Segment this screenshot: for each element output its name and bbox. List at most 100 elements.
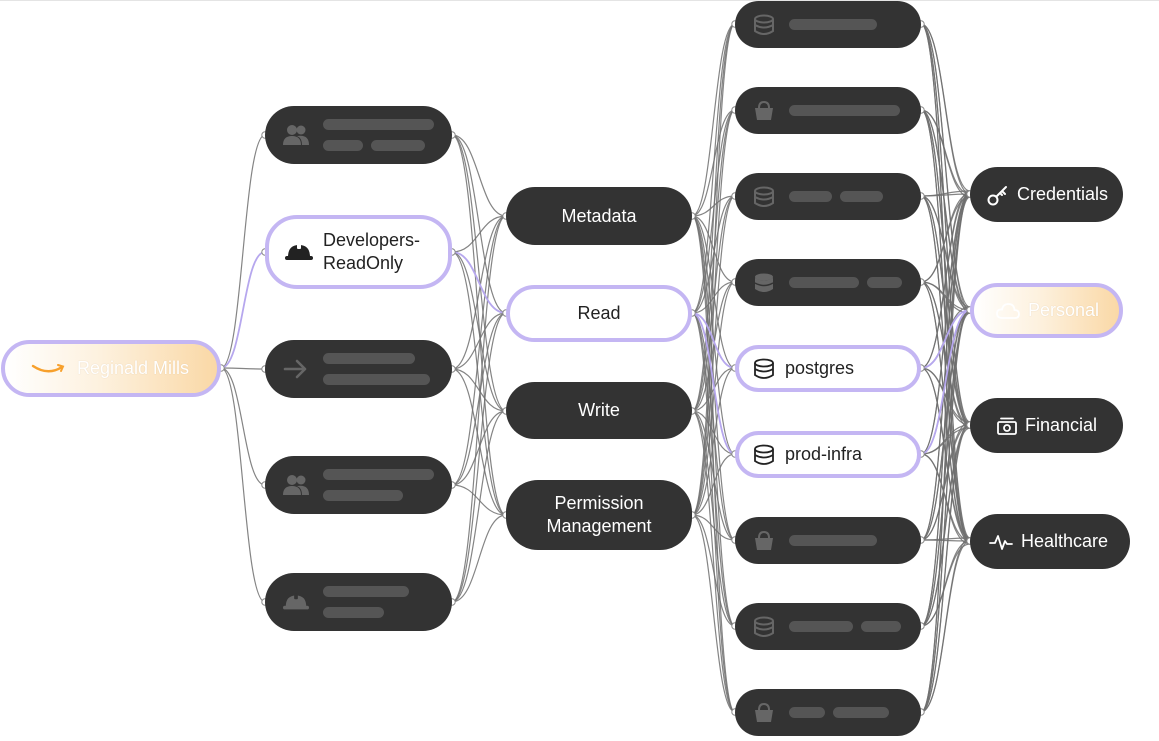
permission-node-permission-management[interactable]: Permission Management xyxy=(506,480,692,550)
permission-node-read[interactable]: Read xyxy=(506,285,692,342)
highlighted-wire xyxy=(220,251,266,369)
group-node-4[interactable] xyxy=(265,456,452,514)
helmet-icon xyxy=(283,592,309,612)
wire xyxy=(691,215,736,369)
bucket-icon xyxy=(753,100,775,122)
wire xyxy=(920,281,971,311)
permission-node-write[interactable]: Write xyxy=(506,382,692,439)
resource-node-4[interactable] xyxy=(735,259,921,306)
source-node[interactable]: Reginald Mills xyxy=(1,340,221,397)
category-node-financial[interactable]: Financial xyxy=(970,398,1123,453)
cloud-icon xyxy=(996,302,1020,320)
resource-node-7[interactable] xyxy=(735,517,921,564)
group-node-3[interactable] xyxy=(265,340,452,398)
wire xyxy=(691,514,736,713)
wire xyxy=(451,312,507,486)
resource-node-8[interactable] xyxy=(735,603,921,650)
wire xyxy=(451,251,507,516)
wire xyxy=(691,312,736,713)
resource-node-prod-infra[interactable]: prod-infra xyxy=(735,431,921,478)
bucket-icon xyxy=(753,530,775,552)
category-label-healthcare: Healthcare xyxy=(1021,531,1109,551)
placeholder-text xyxy=(789,535,877,546)
group-node-developers-readonly[interactable]: Developers- ReadOnly xyxy=(265,215,452,289)
wire xyxy=(451,215,507,253)
wire xyxy=(451,215,507,370)
wire xyxy=(691,367,736,516)
wire xyxy=(220,134,266,369)
category-node-personal[interactable]: Personal xyxy=(970,283,1123,338)
bucket-icon xyxy=(753,702,775,724)
group-node-1[interactable] xyxy=(265,106,452,164)
group-node-5[interactable] xyxy=(265,573,452,631)
permission-label-permission-management: Permission Management xyxy=(546,493,652,536)
wire xyxy=(691,215,736,627)
wire xyxy=(920,424,971,713)
resource-node-postgres[interactable]: postgres xyxy=(735,345,921,392)
category-label-credentials: Credentials xyxy=(1017,184,1109,204)
resource-label-prod-infra: prod-infra xyxy=(785,444,863,464)
database-icon xyxy=(753,358,775,380)
wire xyxy=(691,109,736,516)
database-icon xyxy=(753,186,775,208)
placeholder-text xyxy=(789,277,902,288)
placeholder-text xyxy=(789,621,901,632)
placeholder-text xyxy=(323,353,430,385)
wire xyxy=(920,193,971,283)
wire xyxy=(920,23,971,542)
group-label-developers-readonly: Developers- ReadOnly xyxy=(323,230,421,273)
wire xyxy=(691,281,736,412)
wire xyxy=(451,312,507,603)
amazon-logo-icon xyxy=(31,362,65,376)
resource-node-9[interactable] xyxy=(735,689,921,736)
wire xyxy=(691,367,736,412)
placeholder-text xyxy=(789,105,900,116)
wire xyxy=(691,215,736,455)
placeholder-text xyxy=(323,469,434,501)
wire xyxy=(920,539,971,542)
wire xyxy=(691,195,736,217)
wire xyxy=(691,195,736,516)
category-node-healthcare[interactable]: Healthcare xyxy=(970,514,1130,569)
wire xyxy=(920,23,971,195)
placeholder-text xyxy=(789,707,889,718)
wire xyxy=(691,23,736,217)
resource-node-2[interactable] xyxy=(735,87,921,134)
resource-node-1[interactable] xyxy=(735,1,921,48)
wire xyxy=(920,109,971,195)
placeholder-text xyxy=(789,19,877,30)
wire xyxy=(451,134,507,516)
wire xyxy=(691,514,736,627)
database-icon xyxy=(753,272,775,294)
wire xyxy=(220,367,266,370)
wire xyxy=(920,424,971,627)
wire xyxy=(451,134,507,217)
wire xyxy=(451,134,507,314)
wire xyxy=(920,540,971,713)
arrow-right-icon xyxy=(283,358,309,380)
highlighted-wire xyxy=(691,312,736,455)
category-label-personal: Personal xyxy=(1028,300,1100,320)
placeholder-text xyxy=(789,191,883,202)
placeholder-text xyxy=(323,586,409,618)
wire xyxy=(920,23,971,426)
money-icon xyxy=(997,417,1017,435)
wire xyxy=(451,368,507,412)
wire xyxy=(920,193,971,197)
wire xyxy=(691,23,736,314)
database-icon xyxy=(753,14,775,36)
wire xyxy=(691,23,736,412)
category-node-credentials[interactable]: Credentials xyxy=(970,167,1123,222)
wire xyxy=(220,367,266,486)
resource-label-postgres: postgres xyxy=(785,358,855,378)
wire xyxy=(451,368,507,516)
permission-node-metadata[interactable]: Metadata xyxy=(506,187,692,245)
permission-label-write: Write xyxy=(578,400,620,420)
wire xyxy=(691,410,736,713)
category-label-financial: Financial xyxy=(1025,415,1098,435)
wire xyxy=(451,410,507,603)
wire xyxy=(220,367,266,603)
wire xyxy=(920,109,971,542)
resource-node-3[interactable] xyxy=(735,173,921,220)
helmet-icon xyxy=(285,242,313,262)
